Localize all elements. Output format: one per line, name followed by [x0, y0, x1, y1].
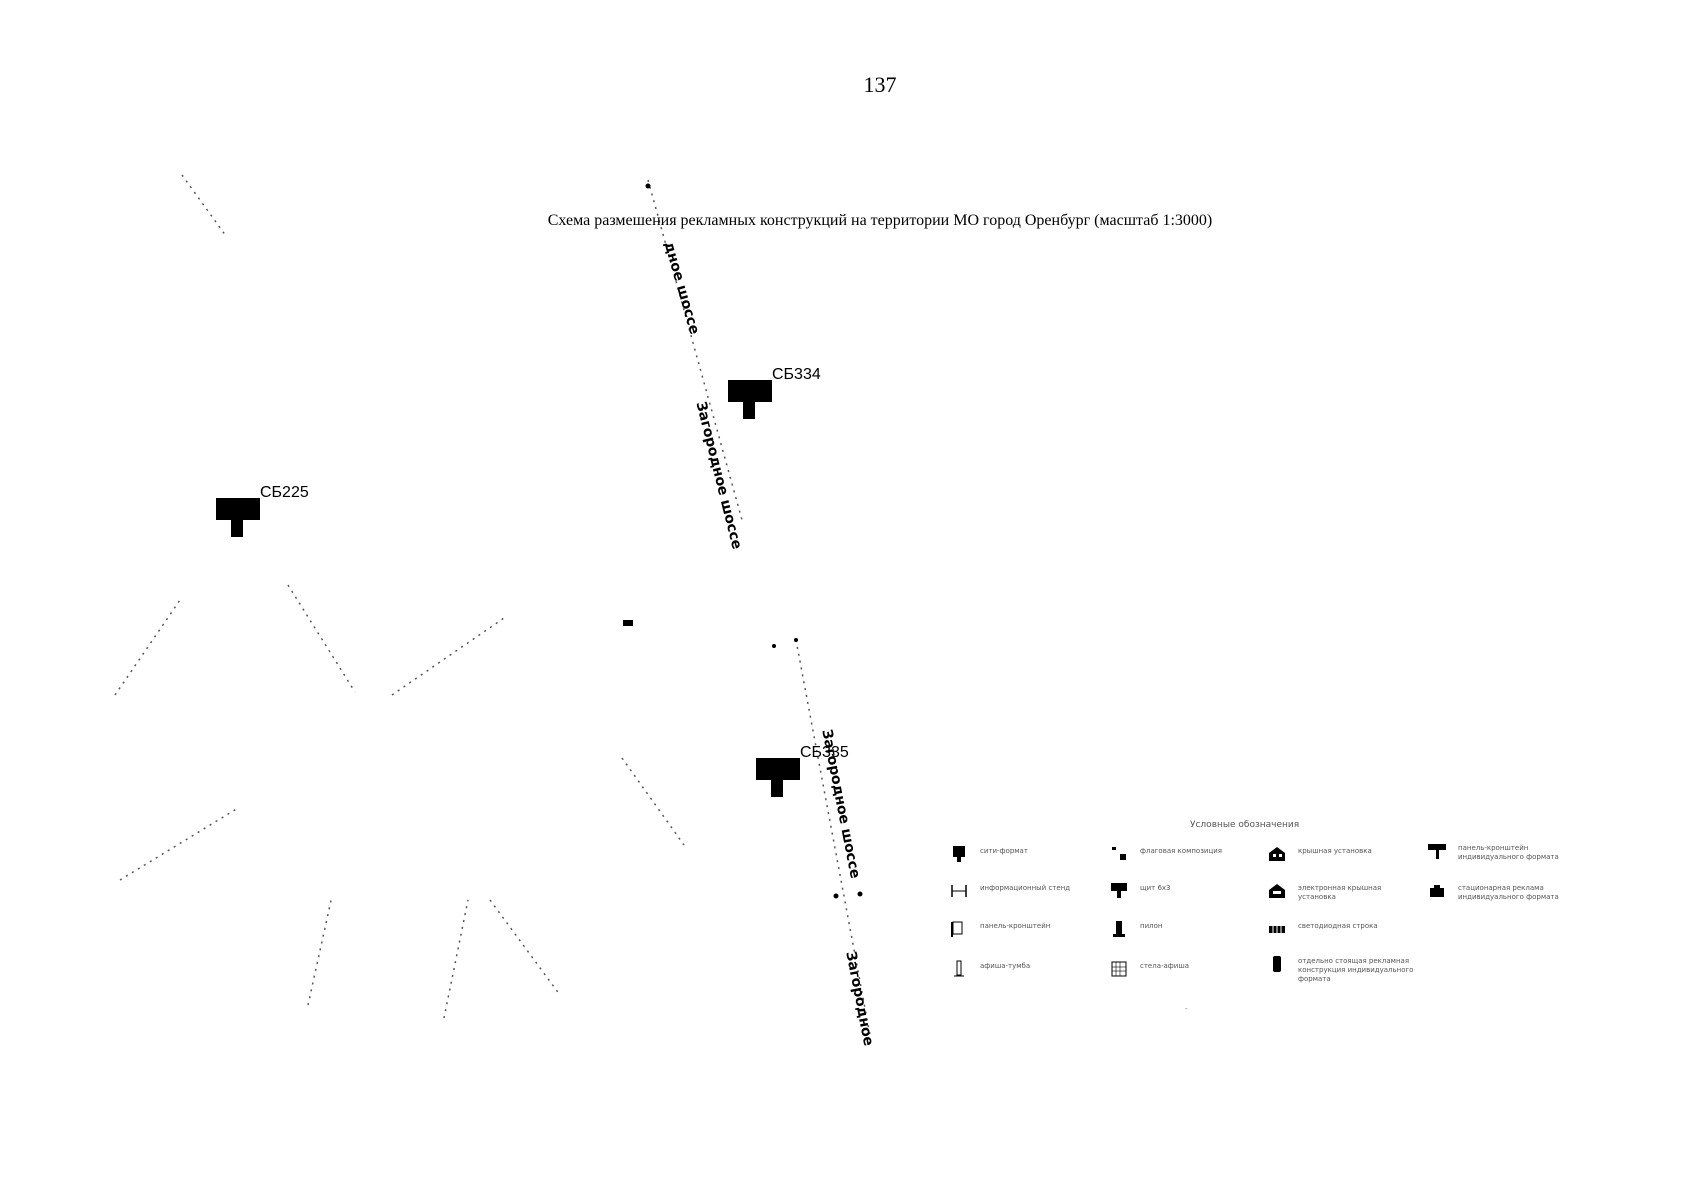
road-line	[489, 899, 561, 996]
billboard-post	[743, 400, 755, 419]
legend-label: сити-формат	[980, 847, 1028, 855]
billboard-post	[231, 518, 243, 537]
roof-installation-icon	[1269, 847, 1285, 861]
map-dot	[833, 893, 839, 899]
map-title: Схема размешения рекламных конструкций н…	[547, 212, 1213, 229]
marker-code: СБ334	[772, 366, 821, 383]
legend-label: флаговая композиция	[1140, 847, 1223, 855]
legend-label: пилон	[1140, 922, 1163, 930]
info-stand-icon	[951, 885, 967, 897]
road-line	[391, 617, 505, 696]
map-dot	[772, 644, 776, 648]
panel-bracket-icon	[951, 921, 963, 937]
page-number: 137	[863, 72, 897, 97]
map-dot	[857, 891, 863, 897]
billboard-icon	[216, 498, 260, 520]
legend-label: стационарная реклама индивидуального фор…	[1458, 884, 1559, 901]
stele-poster-icon	[1111, 961, 1127, 977]
legend: Условные обозначения сити-формат флагова…	[950, 820, 1590, 1020]
stationary-individual-icon	[1430, 885, 1444, 897]
road-line	[307, 895, 333, 1006]
road-line	[114, 599, 181, 696]
marker-code: СБ225	[260, 484, 309, 501]
legend-label: щит 6х3	[1140, 884, 1171, 892]
map-dot	[645, 183, 651, 189]
legend-footer: -	[1185, 1005, 1188, 1013]
legend-label: электронная крышная установка	[1298, 884, 1382, 901]
map-fragment	[623, 620, 633, 626]
billboard-icon	[728, 380, 772, 402]
legend-label: крышная установка	[1298, 847, 1372, 855]
legend-label: светодиодная строка	[1298, 922, 1378, 930]
road-line	[119, 807, 239, 881]
panel-bracket-individual-icon	[1428, 844, 1446, 859]
legend-label: стела-афиша	[1140, 962, 1190, 970]
citylight-icon	[953, 846, 965, 862]
standalone-individual-icon	[1273, 956, 1281, 972]
road-line	[647, 179, 743, 521]
billboard-icon	[756, 758, 800, 780]
road-lines	[114, 174, 871, 1036]
legend-label: отдельно стоящая рекламная конструкция и…	[1298, 957, 1414, 983]
poster-column-icon	[954, 960, 964, 977]
legend-label: афиша-тумба	[980, 962, 1031, 970]
legend-label: панель-кронштейн	[980, 922, 1051, 930]
marker-code: СБ335	[800, 744, 849, 761]
pylon-icon	[1113, 921, 1125, 937]
led-line-icon	[1269, 926, 1285, 933]
electronic-roof-installation-icon	[1269, 884, 1285, 898]
road-line	[621, 757, 685, 846]
billboard-icon	[1111, 883, 1127, 898]
legend-label: панель-кронштейн индивидуального формата	[1458, 844, 1559, 861]
billboard-post	[771, 778, 783, 797]
map-dot	[794, 638, 798, 642]
road-line	[287, 584, 356, 693]
legend-title: Условные обозначения	[1190, 820, 1300, 830]
legend-label: информационный стенд	[980, 884, 1071, 892]
flag-composition-icon	[1112, 847, 1126, 860]
map-fragments	[623, 183, 863, 899]
road-line	[443, 899, 469, 1019]
